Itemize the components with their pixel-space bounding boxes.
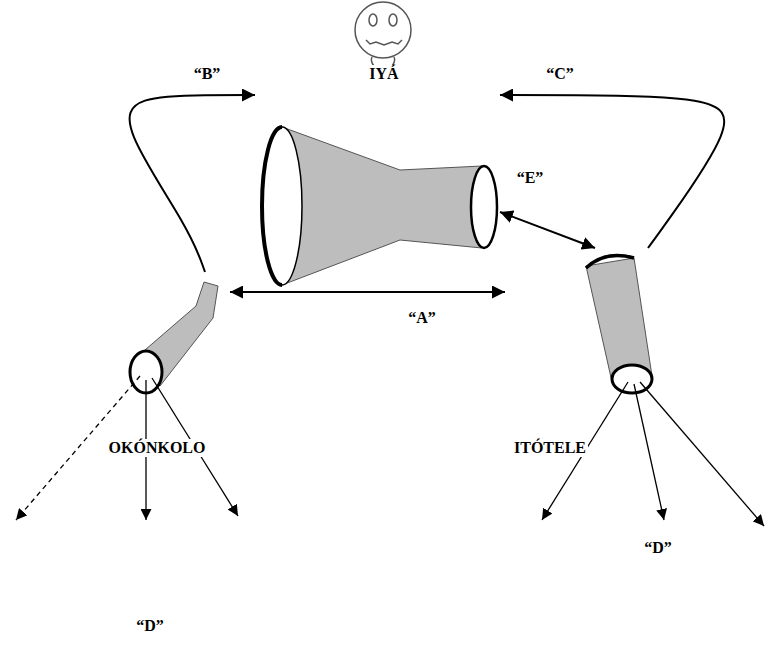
sound-arrow	[640, 382, 764, 526]
face-figure	[355, 2, 411, 66]
itotele-drum	[586, 256, 652, 393]
itotele-top-rim	[586, 256, 634, 268]
connector-arrow	[130, 95, 255, 272]
okonkolo-drum	[130, 282, 218, 393]
connector-letter: “B”	[192, 65, 223, 83]
itotele-drum-body	[586, 258, 652, 382]
face-eye	[389, 14, 397, 26]
drum-name: OKÓNKOLO	[107, 439, 208, 457]
connector-arrow	[230, 291, 505, 293]
iya-drum	[262, 127, 497, 285]
connector-arrow	[500, 95, 724, 248]
drum-name: IYÁ	[367, 65, 400, 83]
connector-letter: “A”	[406, 309, 438, 327]
iya-large-head-rim	[262, 127, 282, 285]
drum-node: IYÁ	[255, 0, 500, 288]
connector-letter: “C”	[544, 65, 576, 83]
face-outline	[355, 2, 411, 58]
connector-arrow	[500, 212, 595, 248]
face-eye	[369, 14, 377, 26]
sound-arrows	[16, 376, 764, 526]
face-mouth	[366, 40, 402, 45]
iya-small-head	[471, 166, 497, 248]
sound-letter: “D”	[642, 539, 674, 557]
sound-letter: “D”	[134, 617, 166, 635]
drum-node: OKÓNKOLO	[100, 272, 230, 462]
connector-letter: “E”	[515, 169, 546, 187]
iya-large-head	[262, 127, 302, 285]
drum-node: ITÓTELE	[505, 248, 662, 462]
drum-name: ITÓTELE	[512, 439, 588, 457]
iya-drum-body	[282, 127, 482, 285]
